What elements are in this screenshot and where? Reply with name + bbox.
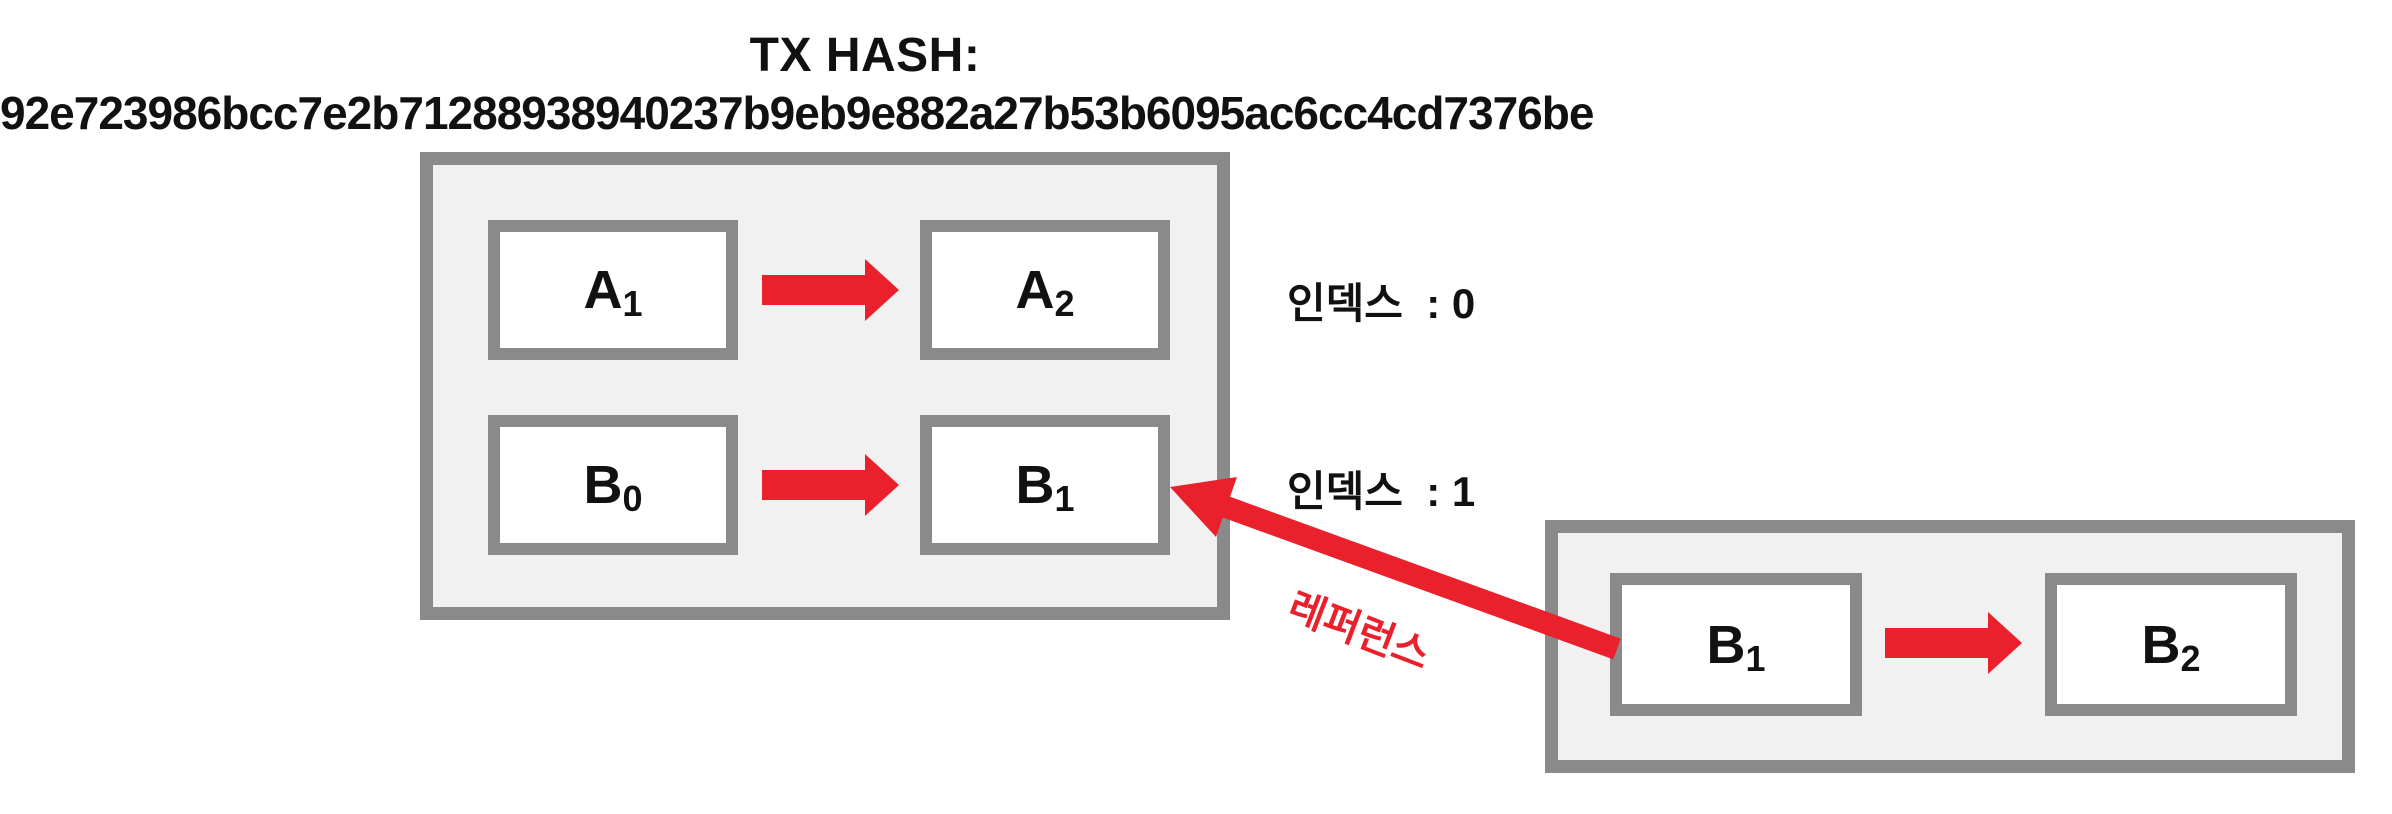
b1-to-b2-arrow-icon [1885,612,2022,674]
cell-label-subscript: 1 [1745,637,1766,679]
cell-label: B [2141,614,2181,675]
index-1-label: 인덱스 : 1 [1287,468,1476,515]
arrow-head [865,259,899,321]
cell-label-subscript: 2 [1054,283,1075,324]
reference-label: 레퍼런스 [1282,584,1436,679]
arrow-shaft [762,275,865,305]
cell-label: B [583,455,623,515]
cell-label: B [1015,455,1055,515]
tx-hash-value: 92e723986bcc7e2b71288938940237b9eb9e882a… [0,87,1594,139]
cell-label: A [583,260,623,320]
arrow-head [1988,612,2022,674]
cell-label: B [1706,614,1746,675]
cell-label-subscript: 1 [1054,478,1075,519]
cell-label-subscript: 0 [622,478,643,519]
index-0-label: 인덱스 : 0 [1287,280,1476,327]
cell-label-subscript: 1 [622,283,643,324]
a1-to-a2-arrow-icon [762,259,899,321]
arrow-shaft [762,470,865,500]
arrow-head [865,454,899,516]
arrow-shaft [1885,628,1988,658]
cell-label: A [1015,260,1055,320]
tx-hash-title: TX HASH: [749,29,981,82]
cell-label-subscript: 2 [2180,637,2201,679]
b0-to-b1-arrow-icon [762,454,899,516]
